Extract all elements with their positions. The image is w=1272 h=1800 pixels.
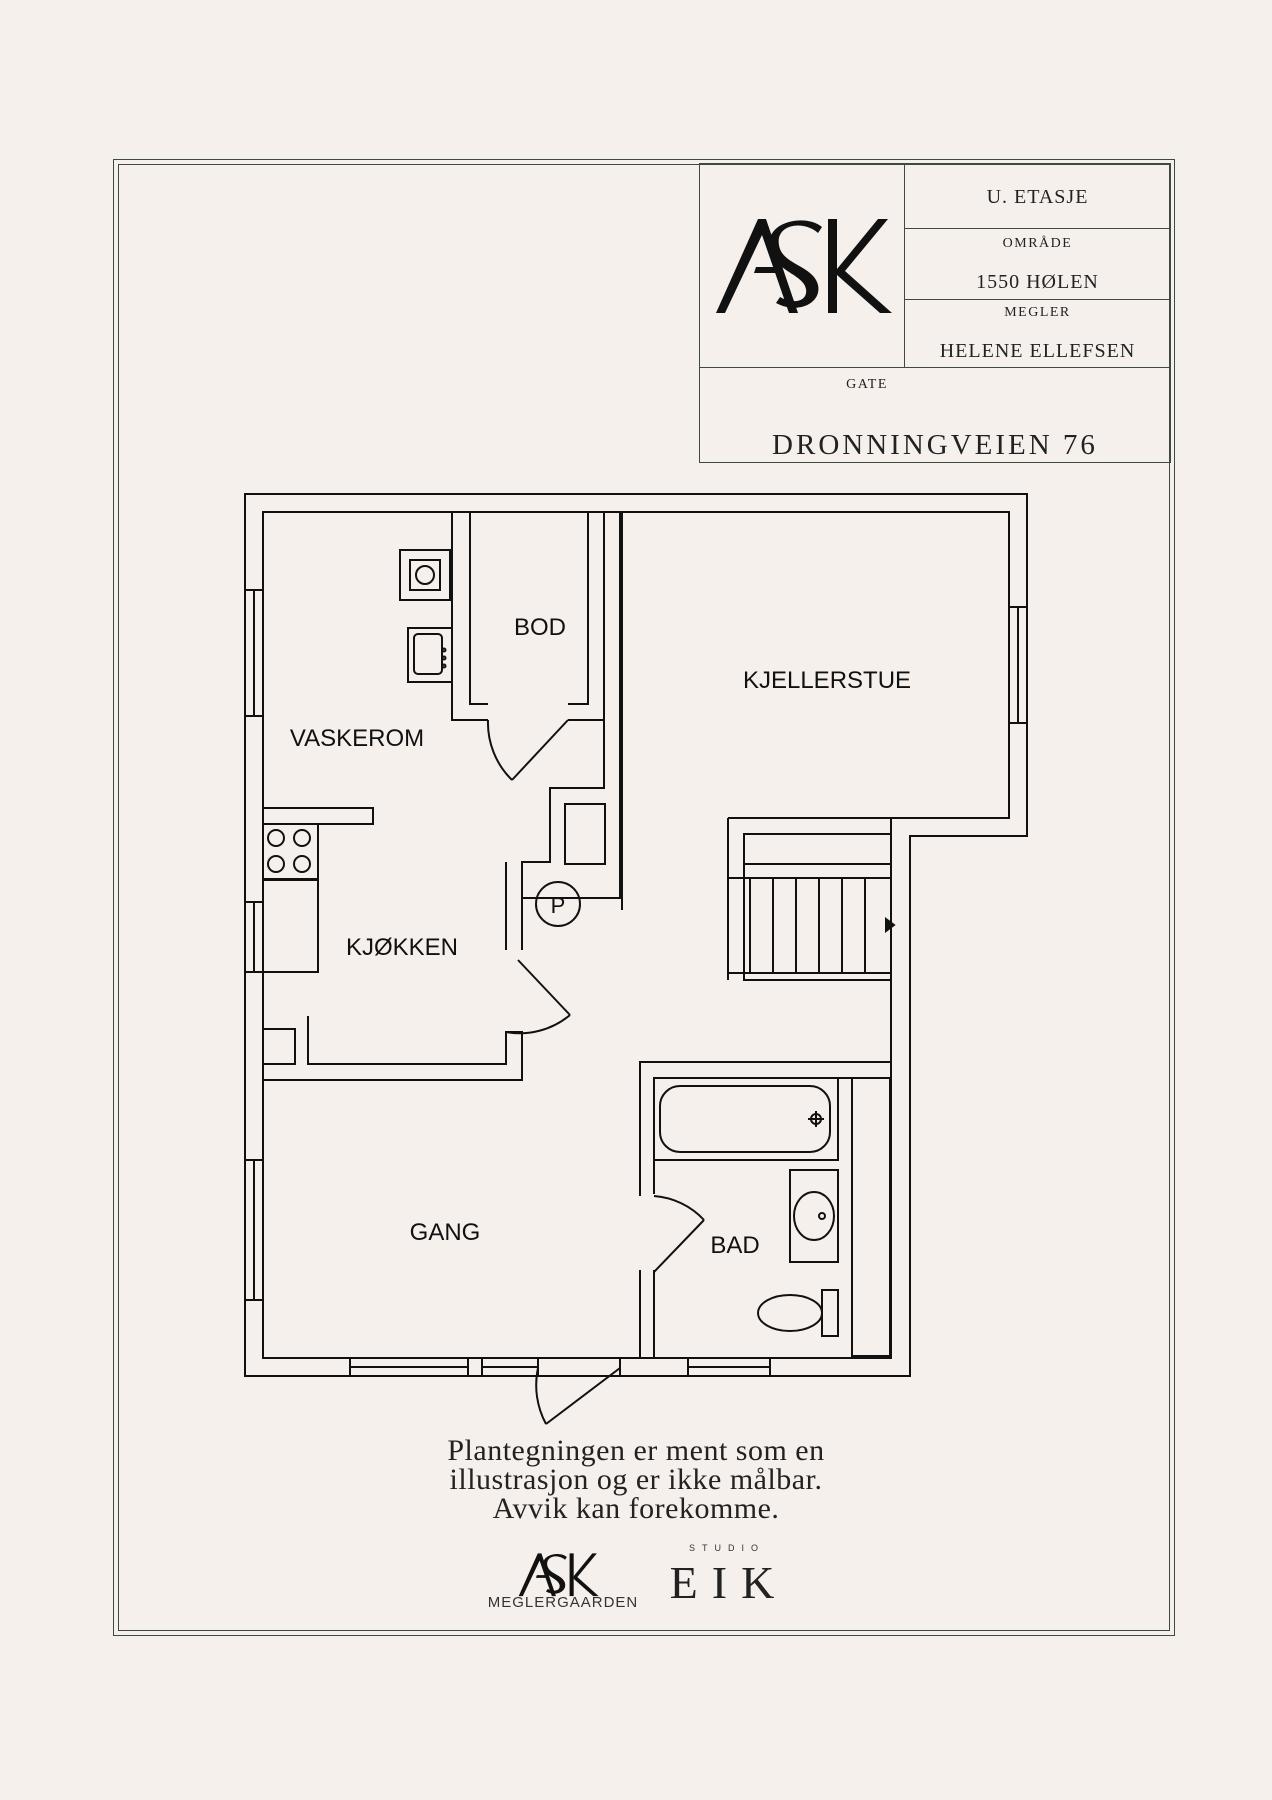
staircase	[727, 877, 892, 974]
title-block-divider	[904, 163, 905, 368]
laundry-sink	[407, 627, 453, 683]
p-symbol-circle	[535, 881, 581, 927]
bath-sink-counter	[789, 1169, 839, 1263]
bod-door-swing	[486, 719, 513, 781]
room-label-kjellerstue: KJELLERSTUE	[743, 667, 911, 694]
kitchen-door-swing	[505, 1014, 571, 1035]
broker-value: HELENE ELLEFSEN	[939, 340, 1136, 362]
inner-frame	[118, 164, 1170, 1631]
eik-logo: EIK	[669, 1557, 789, 1608]
room-label-vaskerom: VASKEROM	[290, 725, 424, 752]
disclaimer: Plantegningen er ment som en illustrasjo…	[336, 1434, 936, 1525]
kitchen-door-leaf	[517, 959, 571, 1016]
area-value: 1550 HØLEN	[976, 271, 1099, 293]
kitchen-counter	[262, 823, 319, 973]
bathtub	[653, 1077, 839, 1161]
ask-logo	[716, 219, 892, 313]
disclaimer-line-3: Avvik kan forekomme.	[492, 1492, 780, 1525]
room-label-kjokken: KJØKKEN	[346, 934, 458, 961]
exterior-wall	[244, 493, 1028, 1377]
room-label-gang: GANG	[410, 1219, 481, 1246]
p-symbol-label: P	[551, 893, 566, 918]
street-value: DRONNINGVEIEN 76	[772, 429, 1098, 461]
front-door-swing	[535, 1367, 547, 1425]
area-label: OMRÅDE	[1002, 236, 1073, 251]
ask-logo-small	[518, 1553, 599, 1597]
bath-door-swing	[653, 1195, 705, 1221]
title-block-divider	[699, 367, 1171, 368]
toilet-bowl	[757, 1294, 823, 1332]
bath-door-leaf	[653, 1219, 705, 1273]
floor-label: U. ETASJE	[986, 186, 1089, 208]
room-label-bod: BOD	[514, 614, 566, 641]
street-label: GATE	[846, 377, 888, 392]
studio-label: STUDIO	[688, 1543, 765, 1553]
title-block-divider	[904, 228, 1171, 229]
title-block	[699, 163, 1171, 463]
title-block-divider	[904, 299, 1171, 300]
toilet-tank	[821, 1289, 839, 1337]
disclaimer-line-1: Plantegningen er ment som en	[447, 1434, 825, 1467]
outer-frame	[113, 159, 1175, 1636]
broker-label: MEGLER	[1004, 305, 1071, 320]
disclaimer-line-2: illustrasjon og er ikke målbar.	[449, 1463, 823, 1496]
bod-door-leaf	[511, 719, 569, 781]
front-door-leaf	[545, 1367, 621, 1425]
bath-sink	[793, 1191, 835, 1241]
cabinet	[851, 1077, 891, 1357]
washer	[399, 549, 451, 601]
ask-subtitle: MEGLERGAARDEN	[487, 1594, 639, 1611]
room-label-bad: BAD	[710, 1232, 759, 1259]
